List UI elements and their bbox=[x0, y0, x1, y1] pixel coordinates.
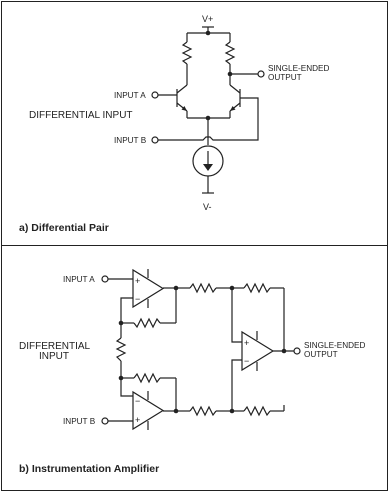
current-source-icon bbox=[192, 145, 224, 177]
ground-resistor-bottom bbox=[243, 405, 271, 417]
op-amp-3: + − bbox=[241, 330, 275, 372]
vminus-label: V- bbox=[203, 202, 212, 212]
input-a-terminal bbox=[151, 91, 159, 99]
op-amp-3-plus: + bbox=[244, 338, 249, 348]
caption-a: a) Differential Pair bbox=[19, 222, 109, 234]
ia-input-a-label: INPUT A bbox=[63, 275, 95, 284]
feedback-resistor-top bbox=[243, 282, 271, 294]
ia-output-label-line1: SINGLE-ENDED bbox=[304, 341, 366, 350]
ia-diff-label-line2: INPUT bbox=[39, 351, 69, 362]
ia-input-a-terminal bbox=[101, 275, 109, 283]
output-label-line2: OUTPUT bbox=[268, 73, 302, 82]
op-amp-2-inverting-wire bbox=[120, 378, 133, 397]
op-amp-1: + − bbox=[132, 268, 165, 309]
ia-output-terminal bbox=[293, 347, 301, 355]
op-amp-1-plus: + bbox=[135, 276, 140, 286]
ia-diff-label-line1: DIFFERENTIAL bbox=[19, 341, 91, 352]
right-collector-resistor bbox=[224, 41, 236, 65]
differential-pair-circuit: V+ V- INPUT A INPUT B DIFFERENTIAL INPUT… bbox=[19, 14, 330, 234]
op-amp-1-inverting-wire bbox=[120, 297, 133, 323]
caption-b: b) Instrumentation Amplifier bbox=[19, 463, 159, 475]
input-resistor-bottom bbox=[189, 405, 217, 417]
supply-node bbox=[205, 30, 211, 36]
instrumentation-amplifier-circuit: + − bbox=[19, 268, 366, 475]
ia-input-b-terminal bbox=[101, 417, 109, 425]
ia-output-node bbox=[281, 348, 287, 354]
feedback-resistor-2 bbox=[133, 372, 161, 384]
ia-output-label-line2: OUTPUT bbox=[304, 350, 338, 359]
output-label-line1: SINGLE-ENDED bbox=[268, 64, 330, 73]
input-a-label: INPUT A bbox=[114, 91, 146, 100]
feedback-resistor-1 bbox=[133, 317, 161, 329]
op-amp-3-noninverting-wire bbox=[231, 359, 242, 411]
op-amp-2-minus: − bbox=[135, 396, 140, 406]
op-amp-3-minus: − bbox=[244, 356, 249, 366]
input-b-terminal bbox=[151, 136, 159, 144]
op-amp-1-minus: − bbox=[135, 294, 140, 304]
left-collector-resistor bbox=[181, 41, 193, 65]
differential-input-label: DIFFERENTIAL INPUT bbox=[29, 110, 133, 121]
input-b-wire bbox=[158, 97, 259, 141]
right-transistor bbox=[229, 84, 241, 118]
panel-divider bbox=[2, 245, 387, 246]
input-b-label: INPUT B bbox=[114, 136, 147, 145]
op-amp-2-plus: + bbox=[135, 415, 140, 425]
output-terminal bbox=[257, 70, 265, 78]
op-amp-3-inverting-wire bbox=[231, 288, 242, 343]
input-resistor-top bbox=[189, 282, 217, 294]
vplus-label: V+ bbox=[202, 14, 213, 24]
left-transistor bbox=[176, 84, 188, 118]
gain-resistor bbox=[115, 337, 127, 362]
ia-input-b-label: INPUT B bbox=[63, 417, 96, 426]
op-amp-2: − + bbox=[132, 390, 165, 431]
